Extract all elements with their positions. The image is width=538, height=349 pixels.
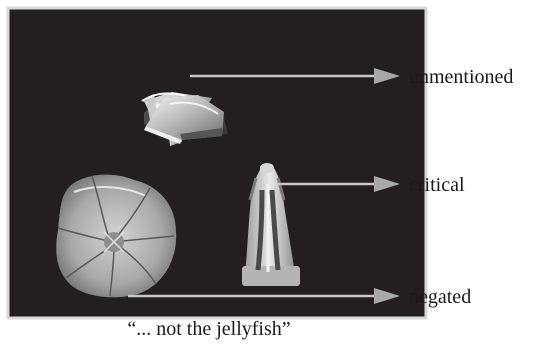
label-negated: negated [409,287,471,307]
jellyfish-object [56,175,176,298]
label-critical: critical [409,175,465,195]
label-unmentioned: unmentioned [409,67,513,87]
figure-caption: “... not the jellyfish” [0,319,418,339]
